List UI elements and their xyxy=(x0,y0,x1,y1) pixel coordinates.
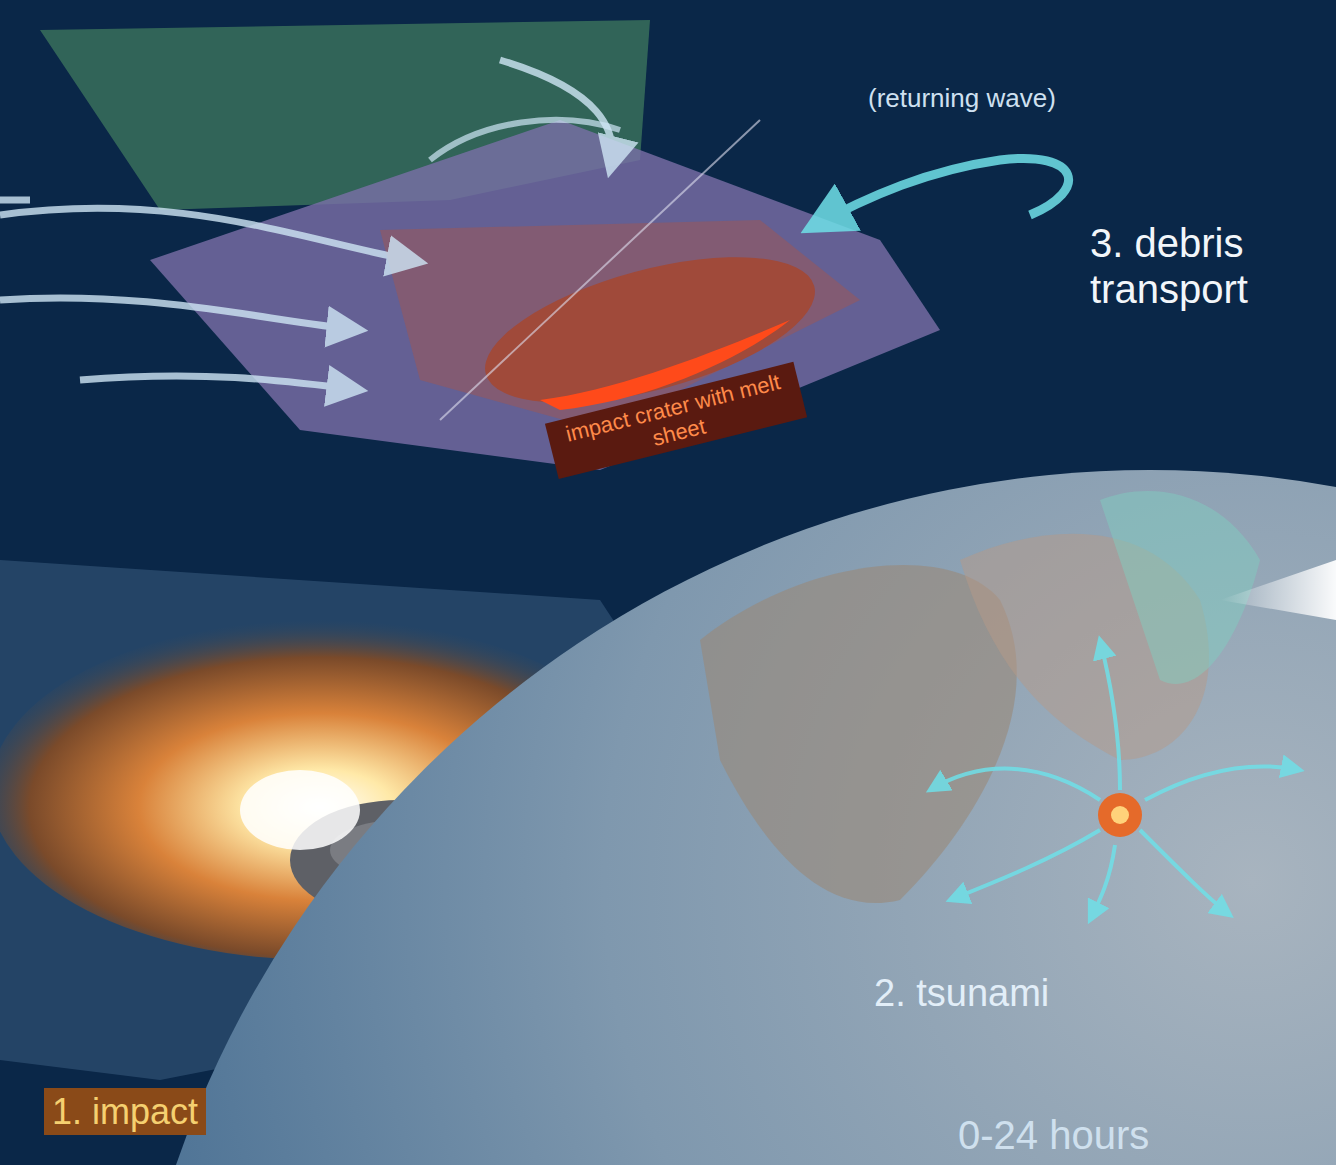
stage-label: 3. debris transport xyxy=(1090,220,1330,312)
earth-globe xyxy=(120,470,1336,1165)
time-label: 0-24 hours xyxy=(958,1112,1288,1158)
stage-label: 2. tsunami xyxy=(874,972,1174,1016)
stage-label: 1. impact xyxy=(44,1088,206,1135)
phase-note: (returning wave) xyxy=(868,84,1168,114)
